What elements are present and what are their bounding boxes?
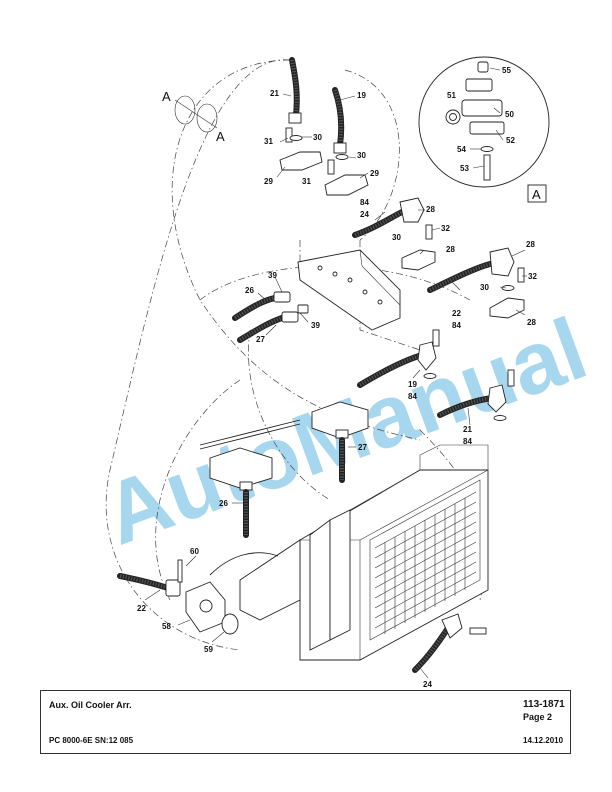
callout-84-d: 84 [463, 437, 472, 446]
detail-view-label: A [532, 187, 541, 202]
callout-30-b: 30 [357, 151, 366, 160]
callout-24-b: 24 [423, 680, 432, 689]
hose-19-upper [332, 87, 347, 154]
callout-52: 52 [506, 136, 515, 145]
callout-28-a: 28 [426, 205, 435, 214]
oil-cooler [239, 444, 489, 661]
callout-28-b: 28 [446, 245, 455, 254]
callout-84-c: 84 [408, 392, 417, 401]
callout-31-b: 31 [302, 177, 311, 186]
hose-27-upper [237, 304, 309, 343]
hose-21-lower [437, 369, 515, 421]
hose-21-upper [288, 57, 302, 124]
callout-27-b: 27 [358, 443, 367, 452]
callout-29-a: 29 [264, 177, 273, 186]
view-marker-a-2: A [216, 129, 225, 144]
callout-26-b: 26 [219, 499, 228, 508]
elbow-28-upper [352, 197, 436, 271]
callout-60: 60 [190, 547, 199, 556]
leader-lines [144, 93, 527, 679]
callout-22-a: 22 [452, 309, 461, 318]
manifold-block [297, 249, 401, 331]
cooler-core-grid [374, 491, 477, 634]
callout-21-upper: 21 [270, 89, 279, 98]
callout-84-a: 84 [360, 198, 369, 207]
issue-date: 14.12.2010 [523, 736, 564, 745]
callout-51: 51 [447, 91, 456, 100]
page-number: Page 2 [523, 712, 553, 722]
callout-39-b: 39 [311, 321, 320, 330]
callout-29-b: 29 [370, 169, 379, 178]
callout-59: 59 [204, 645, 213, 654]
callout-53: 53 [460, 164, 469, 173]
callout-26-a: 26 [245, 286, 254, 295]
callout-32-b: 32 [528, 272, 537, 281]
callout-28-d: 28 [527, 318, 536, 327]
title-block: Aux. Oil Cooler Arr. 113-1871 Page 2 PC … [40, 690, 571, 754]
valve-assembly-lower [209, 447, 273, 538]
callout-30-a: 30 [313, 133, 322, 142]
callout-50: 50 [505, 110, 514, 119]
detail-view-a: 55 51 50 52 54 53 A [418, 56, 550, 203]
machine-model: PC 8000-6E SN:12 085 [49, 736, 134, 745]
callout-19-upper: 19 [357, 91, 366, 100]
callout-39-a: 39 [268, 271, 277, 280]
hose-19-lower [357, 329, 440, 388]
drawing-title: Aux. Oil Cooler Arr. [49, 700, 132, 710]
callout-28-c: 28 [526, 240, 535, 249]
elbow-28-lower [427, 247, 525, 319]
callout-21-lower: 21 [463, 425, 472, 434]
callout-30-d: 30 [480, 283, 489, 292]
callout-54: 54 [457, 145, 466, 154]
callout-84-b: 84 [452, 321, 461, 330]
callout-55: 55 [502, 66, 511, 75]
callout-22-b: 22 [137, 604, 146, 613]
flange-clamps-upper [276, 127, 369, 196]
valve-assembly-upper [199, 401, 369, 483]
callout-24-a: 24 [360, 210, 369, 219]
flange-58 [117, 552, 279, 635]
hose-24-lower [412, 613, 487, 673]
callout-30-c: 30 [392, 233, 401, 242]
callout-27-a: 27 [256, 335, 265, 344]
callouts-main: 21 19 31 30 30 29 31 29 84 24 28 32 30 2… [137, 89, 537, 689]
callout-32-a: 32 [441, 224, 450, 233]
view-marker-a-1: A [162, 89, 171, 104]
callout-31-a: 31 [264, 137, 273, 146]
callout-58: 58 [162, 622, 171, 631]
section-view-markers: A A [162, 89, 225, 144]
callout-19-lower: 19 [408, 380, 417, 389]
document-number: 113-1871 [523, 699, 565, 710]
